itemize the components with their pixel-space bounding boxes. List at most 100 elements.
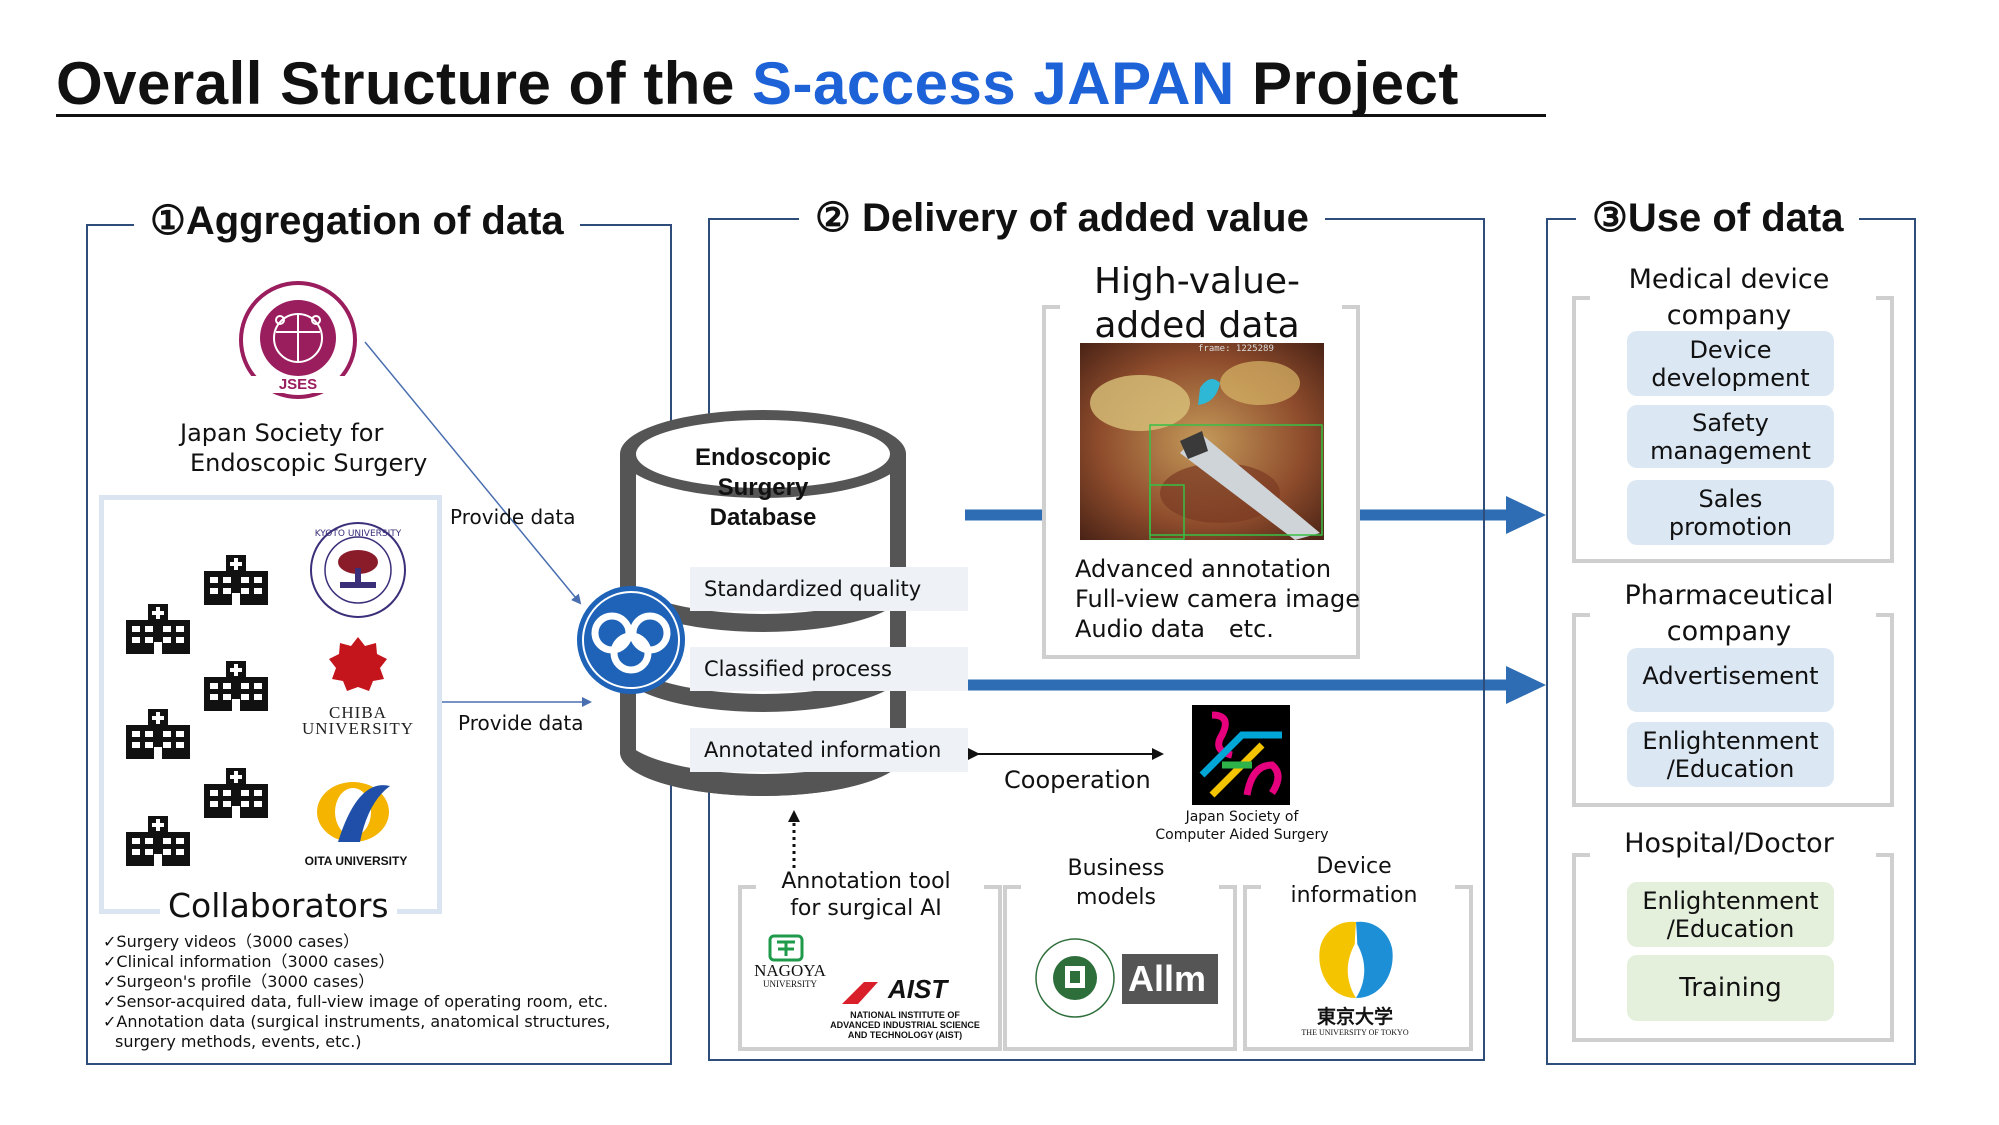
pill-line: management: [1650, 436, 1811, 465]
business-models-line2: models: [1076, 885, 1156, 910]
database-label-line3: Database: [709, 504, 817, 531]
university-of-tokyo-name: 東京大学: [1316, 1006, 1393, 1028]
chiba-university-name: CHIBA UNIVERSITY: [298, 703, 418, 737]
jses-name-line2: Endoscopic Surgery: [190, 449, 428, 477]
s-access-logo: [574, 583, 688, 701]
aist-full-name-line3: AND TECHNOLOGY (AIST): [847, 1030, 963, 1040]
pharmaceutical-company-bracket: [1572, 613, 1894, 807]
db-row-standardized-quality: Standardized quality: [690, 567, 968, 611]
device-information-line2: information: [1290, 883, 1418, 908]
medical-device-company-line2: company: [1666, 300, 1792, 331]
hospital-icon: [204, 555, 268, 609]
pill-line: Sales: [1698, 484, 1763, 513]
aist-full-name-line2: ADVANCED INDUSTRIAL SCIENCE: [830, 1020, 980, 1030]
chiba-university-logo: [329, 637, 387, 699]
hospital-doctor-bracket: [1572, 853, 1894, 1042]
aggregation-panel-title: ①Aggregation of data: [134, 198, 580, 244]
business-models-bracket: [1003, 885, 1237, 1051]
nagoya-university-logo: [768, 934, 804, 966]
aist-logo: [840, 978, 880, 1010]
device-information-label: Device information: [1243, 852, 1465, 910]
cooperation-label: Cooperation: [1004, 766, 1151, 794]
use-panel-title: ③Use of data: [1576, 195, 1860, 241]
hokkaido-university-logo: [1034, 926, 1116, 1030]
medical-device-company-bracket: [1572, 296, 1894, 563]
nagoya-university-name: NAGOYA: [754, 961, 826, 980]
chiba-university-name-line1: CHIBA: [329, 703, 387, 722]
business-models-line1: Business: [1067, 856, 1165, 881]
data-item: ✓Sensor-acquired data, full-view image o…: [103, 992, 609, 1011]
hospital-enlightenment-education-item: Enlightenment/Education: [1627, 882, 1834, 947]
pill-line: Enlightenment: [1642, 726, 1819, 755]
pill-line: promotion: [1668, 512, 1793, 541]
collected-data-list: ✓Surgery videos（3000 cases） ✓Clinical in…: [103, 932, 610, 1052]
pill-line: /Education: [1666, 914, 1795, 943]
title-highlight: S-access JAPAN: [752, 50, 1252, 117]
frame-counter: frame: 1225289: [1198, 344, 1274, 354]
device-information-line1: Device: [1316, 854, 1392, 879]
aist-full-name-line1: NATIONAL INSTITUTE OF: [850, 1010, 960, 1020]
db-row-annotated-information: Annotated information: [690, 728, 968, 772]
pill-line: development: [1651, 363, 1810, 392]
title-underline: [56, 114, 1546, 117]
annotation-tool-line2: for surgical AI: [790, 896, 942, 921]
aist-full-name: NATIONAL INSTITUTE OF ADVANCED INDUSTRIA…: [820, 1010, 990, 1040]
advertisement-item: Advertisement: [1627, 648, 1834, 712]
database-label: Endoscopic Surgery Database: [660, 443, 866, 533]
medical-device-company-line1: Medical device: [1628, 264, 1830, 295]
annotation-tool-line1: Annotation tool: [781, 869, 951, 894]
added-data-item: Audio data etc.: [1075, 615, 1274, 643]
kyoto-university-text: KYOTO UNIVERSITY: [314, 529, 402, 539]
data-item: ✓Surgeon's profile（3000 cases）: [103, 972, 375, 991]
annotation-tool-bracket: [738, 885, 1002, 1051]
jses-logo-text: JSES: [238, 376, 358, 393]
delivery-arrowhead-lower: [1506, 666, 1546, 704]
data-item: surgery methods, events, etc.): [115, 1032, 362, 1051]
jses-name-line1: Japan Society for: [180, 419, 384, 447]
pharmaceutical-company-label: Pharmaceutical company: [1572, 578, 1886, 650]
pill-line: /Education: [1666, 754, 1795, 783]
high-value-data-title: High-value- added data: [1052, 260, 1342, 348]
pharmaceutical-company-line1: Pharmaceutical: [1624, 580, 1834, 611]
jscas-logo: [1192, 705, 1290, 809]
delivery-arrowhead-upper: [1506, 496, 1546, 534]
university-of-tokyo-sub: THE UNIVERSITY OF TOKYO: [1301, 1028, 1409, 1037]
data-item: ✓Surgery videos（3000 cases）: [103, 932, 360, 951]
pill-line: Enlightenment: [1642, 886, 1819, 915]
kyoto-university-logo: KYOTO UNIVERSITY: [308, 520, 408, 620]
hospital-icon: [204, 661, 268, 715]
oita-university-logo: [308, 772, 398, 852]
jses-logo: JSES: [238, 280, 358, 400]
jscas-name-line2: Computer Aided Surgery: [1155, 827, 1329, 843]
collaborators-label: Collaborators: [160, 887, 397, 925]
pill-line: Device: [1689, 335, 1772, 364]
pharma-enlightenment-education-item: Enlightenment/Education: [1627, 722, 1834, 787]
added-data-item: Full-view camera image: [1075, 585, 1360, 613]
device-information-bracket: [1243, 885, 1473, 1051]
training-item: Training: [1627, 955, 1834, 1021]
database-label-line1: Endoscopic: [694, 444, 832, 471]
data-item: ✓Clinical information（3000 cases）: [103, 952, 395, 971]
high-value-title-line2: added data: [1094, 305, 1300, 346]
pill-line: Advertisement: [1642, 662, 1819, 690]
added-data-list: Advanced annotation Full-view camera ima…: [1075, 554, 1360, 644]
jscas-name-line1: Japan Society of: [1185, 809, 1299, 825]
annotation-tool-label: Annotation tool for surgical AI: [740, 868, 992, 922]
hospital-icon: [126, 604, 190, 658]
hospital-icon: [126, 709, 190, 763]
title-suffix: Project: [1251, 50, 1459, 117]
db-row-classified-process: Classified process: [690, 647, 968, 691]
added-data-item: Advanced annotation: [1075, 555, 1332, 583]
pill-line: Safety: [1692, 408, 1769, 437]
nagoya-university-sub: UNIVERSITY: [763, 979, 817, 989]
surgical-frame-image: frame: 1225289: [1080, 343, 1324, 540]
provide-data-label-2: Provide data: [458, 711, 584, 735]
pill-line: Training: [1679, 973, 1782, 1003]
endoscopic-surgery-database: [598, 392, 928, 822]
high-value-data-bracket: [1042, 305, 1360, 659]
page-title: Overall Structure of the S-access JAPAN …: [56, 48, 1459, 120]
